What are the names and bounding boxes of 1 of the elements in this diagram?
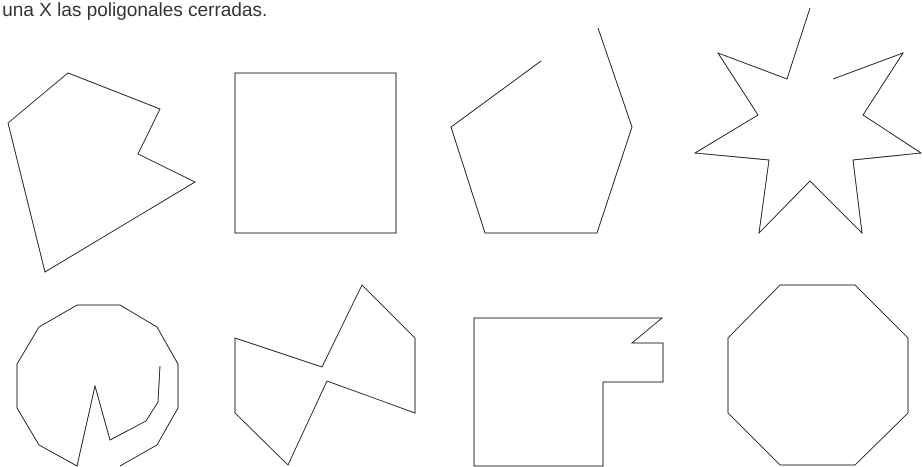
- instruction-text: una X las poligonales cerradas.: [3, 2, 266, 20]
